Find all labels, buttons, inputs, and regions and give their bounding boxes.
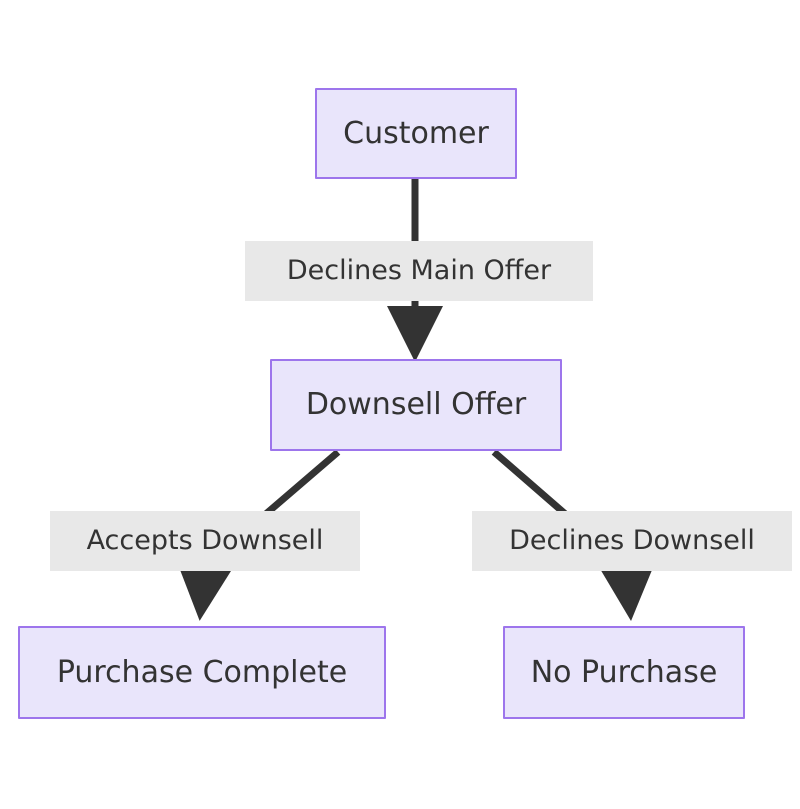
node-downsell-offer[interactable]: Downsell Offer xyxy=(270,359,562,451)
node-no-purchase[interactable]: No Purchase xyxy=(503,626,745,719)
node-downsell-offer-label: Downsell Offer xyxy=(305,387,527,422)
node-no-purchase-label: No Purchase xyxy=(530,654,718,690)
edge-label-accepts-downsell: Accepts Downsell xyxy=(50,511,360,571)
node-customer[interactable]: Customer xyxy=(315,88,517,179)
node-purchase-complete[interactable]: Purchase Complete xyxy=(18,626,386,719)
edge-label-declines-downsell: Declines Downsell xyxy=(472,511,792,571)
node-purchase-complete-label: Purchase Complete xyxy=(56,654,348,690)
edge-label-declines-main-offer: Declines Main Offer xyxy=(245,241,593,301)
node-customer-label: Customer xyxy=(343,115,489,151)
